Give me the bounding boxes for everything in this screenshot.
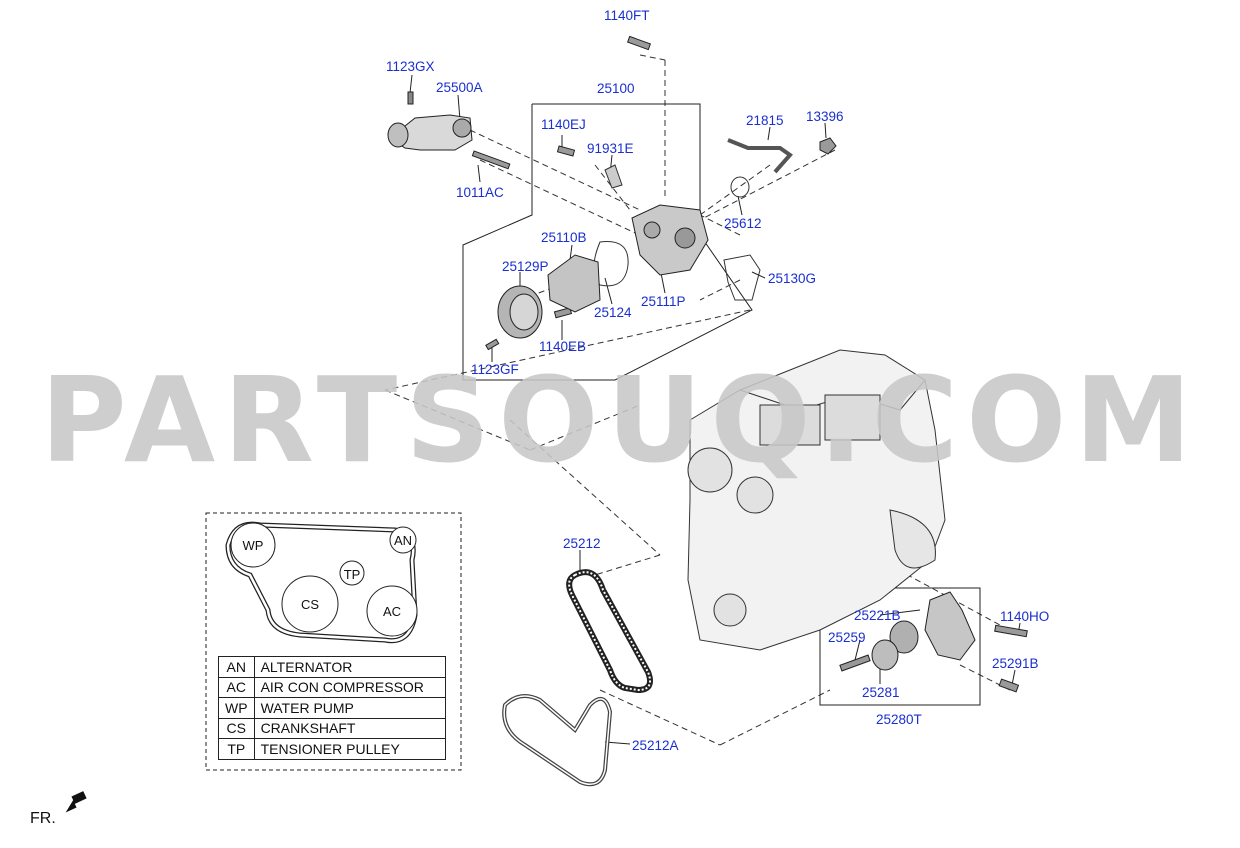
- abbreviation-legend: AN ALTERNATOR AC AIR CON COMPRESSOR WP W…: [218, 656, 446, 760]
- legend-name: WATER PUMP: [253, 697, 446, 719]
- callout-1123gx[interactable]: 1123GX: [386, 59, 435, 74]
- legend-code: TP: [218, 738, 255, 760]
- legend-row: TP TENSIONER PULLEY: [218, 738, 446, 760]
- callout-25221b[interactable]: 25221B: [854, 608, 901, 623]
- water-pump-body: [631, 204, 709, 276]
- legend-row: CS CRANKSHAFT: [218, 717, 446, 739]
- front-direction-label: FR.: [30, 810, 56, 827]
- legend-row: WP WATER PUMP: [218, 697, 446, 719]
- callout-25130g[interactable]: 25130G: [768, 271, 817, 286]
- drive-belt-25212: [566, 569, 653, 694]
- bolts: [471, 35, 1028, 693]
- tensioner-group-box: [819, 587, 981, 706]
- legend-code: WP: [218, 697, 255, 719]
- pulley-cs: [281, 575, 339, 633]
- callout-25100[interactable]: 25100: [597, 81, 635, 96]
- tensioner-assembly: [839, 591, 976, 672]
- belt-label-wp: WP: [242, 538, 264, 553]
- callout-25129p[interactable]: 25129P: [502, 259, 549, 274]
- water-pump-group-box: [462, 103, 753, 381]
- legend-name: AIR CON COMPRESSOR: [253, 676, 446, 698]
- legend-name: TENSIONER PULLEY: [253, 738, 446, 760]
- belt-label-an: AN: [393, 533, 413, 548]
- belt-label-cs: CS: [300, 597, 320, 612]
- front-arrow-icon: [65, 791, 87, 813]
- pump-pulley: [497, 285, 543, 339]
- callout-25124[interactable]: 25124: [594, 305, 632, 320]
- pulley-an: [389, 526, 417, 554]
- hose-pipe: [727, 138, 793, 174]
- legend-code: AC: [218, 676, 255, 698]
- callout-25110b[interactable]: 25110B: [541, 230, 587, 245]
- belt-label-ac: AC: [382, 604, 402, 619]
- pulley-tp: [339, 560, 365, 586]
- legend-row: AN ALTERNATOR: [218, 656, 446, 678]
- callout-1140ej[interactable]: 1140EJ: [541, 117, 586, 132]
- belt-routing-schematic: [225, 521, 418, 644]
- thermostat-housing: [387, 91, 473, 151]
- callout-1123gf[interactable]: 1123GF: [471, 362, 519, 377]
- callout-1140ho[interactable]: 1140HO: [1000, 609, 1050, 624]
- callout-25500a[interactable]: 25500A: [436, 80, 483, 95]
- drive-belt-25212A: [502, 694, 613, 787]
- callout-1011ac[interactable]: 1011AC: [456, 185, 504, 200]
- pulley-wp: [230, 522, 276, 568]
- callout-91931e[interactable]: 91931E: [587, 141, 634, 156]
- callout-25280t[interactable]: 25280T: [876, 712, 922, 727]
- callout-25212a[interactable]: 25212A: [632, 738, 679, 753]
- callout-pointers: [409, 74, 1021, 745]
- legend-code: CS: [218, 717, 255, 739]
- belt-label-tp: TP: [343, 567, 361, 582]
- callout-25259[interactable]: 25259: [828, 630, 866, 645]
- legend-name: CRANKSHAFT: [253, 717, 446, 739]
- legend-row: AC AIR CON COMPRESSOR: [218, 676, 446, 698]
- callout-25212[interactable]: 25212: [563, 536, 601, 551]
- pump-housing: [547, 254, 601, 313]
- callout-1140eb[interactable]: 1140EB: [539, 339, 587, 354]
- callout-25291b[interactable]: 25291B: [992, 656, 1039, 671]
- legend-name: ALTERNATOR: [253, 656, 446, 678]
- callout-13396[interactable]: 13396: [806, 109, 844, 124]
- callout-25281[interactable]: 25281: [862, 685, 900, 700]
- callout-21815[interactable]: 21815: [746, 113, 784, 128]
- engine-block: [687, 349, 946, 651]
- legend-code: AN: [218, 656, 255, 678]
- pulley-ac: [366, 585, 418, 637]
- watermark: PARTSOUQ.COM: [40, 351, 1200, 489]
- callout-25111p[interactable]: 25111P: [641, 294, 686, 309]
- belt-layout-frame: [205, 512, 462, 771]
- callout-25612[interactable]: 25612: [724, 216, 762, 231]
- callout-1140ft[interactable]: 1140FT: [604, 8, 650, 23]
